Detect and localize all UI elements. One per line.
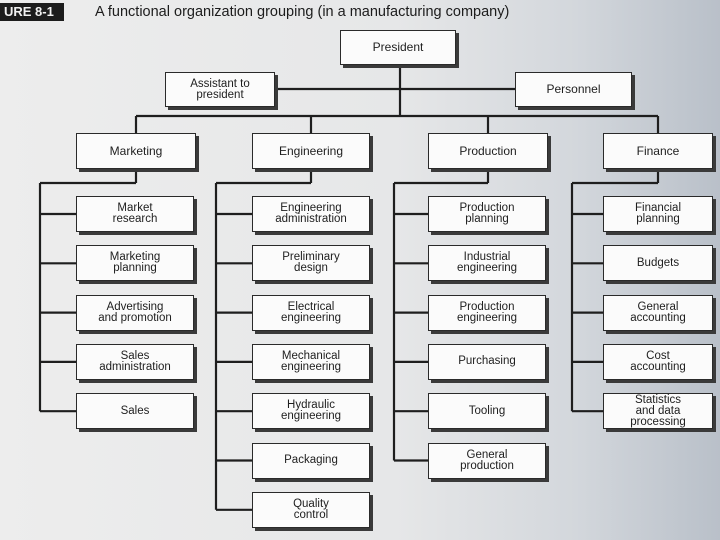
unit-0-0: Market research — [76, 196, 194, 232]
unit-2-4: Tooling — [428, 393, 546, 430]
figure-caption: A functional organization grouping (in a… — [95, 4, 510, 20]
unit-1-5: Packaging — [252, 442, 370, 479]
unit-0-3: Sales administration — [76, 343, 194, 380]
unit-3-1: Budgets — [603, 245, 713, 282]
dept-production: Production — [428, 133, 548, 169]
unit-0-2: Advertising and promotion — [76, 294, 194, 331]
unit-2-0: Production planning — [428, 196, 546, 232]
box-personnel: Personnel — [515, 72, 632, 107]
box-assistant-to-president: Assistant to president — [165, 72, 275, 107]
unit-3-3: Cost accounting — [603, 343, 713, 380]
unit-1-1: Preliminary design — [252, 245, 370, 282]
unit-1-6: Quality control — [252, 491, 370, 528]
unit-0-1: Marketing planning — [76, 245, 194, 282]
unit-0-4: Sales — [76, 393, 194, 430]
dept-engineering: Engineering — [252, 133, 370, 169]
unit-2-2: Production engineering — [428, 294, 546, 331]
unit-1-3: Mechanical engineering — [252, 343, 370, 380]
unit-3-2: General accounting — [603, 294, 713, 331]
unit-2-5: General production — [428, 442, 546, 479]
unit-2-3: Purchasing — [428, 343, 546, 380]
dept-finance: Finance — [603, 133, 713, 169]
figure-label: URE 8-1 — [0, 3, 64, 21]
unit-2-1: Industrial engineering — [428, 245, 546, 282]
unit-1-0: Engineering administration — [252, 196, 370, 232]
unit-3-4: Statistics and data processing — [603, 393, 713, 430]
dept-marketing: Marketing — [76, 133, 196, 169]
box-president: President — [340, 30, 456, 65]
unit-3-0: Financial planning — [603, 196, 713, 232]
unit-1-4: Hydraulic engineering — [252, 393, 370, 430]
unit-1-2: Electrical engineering — [252, 294, 370, 331]
